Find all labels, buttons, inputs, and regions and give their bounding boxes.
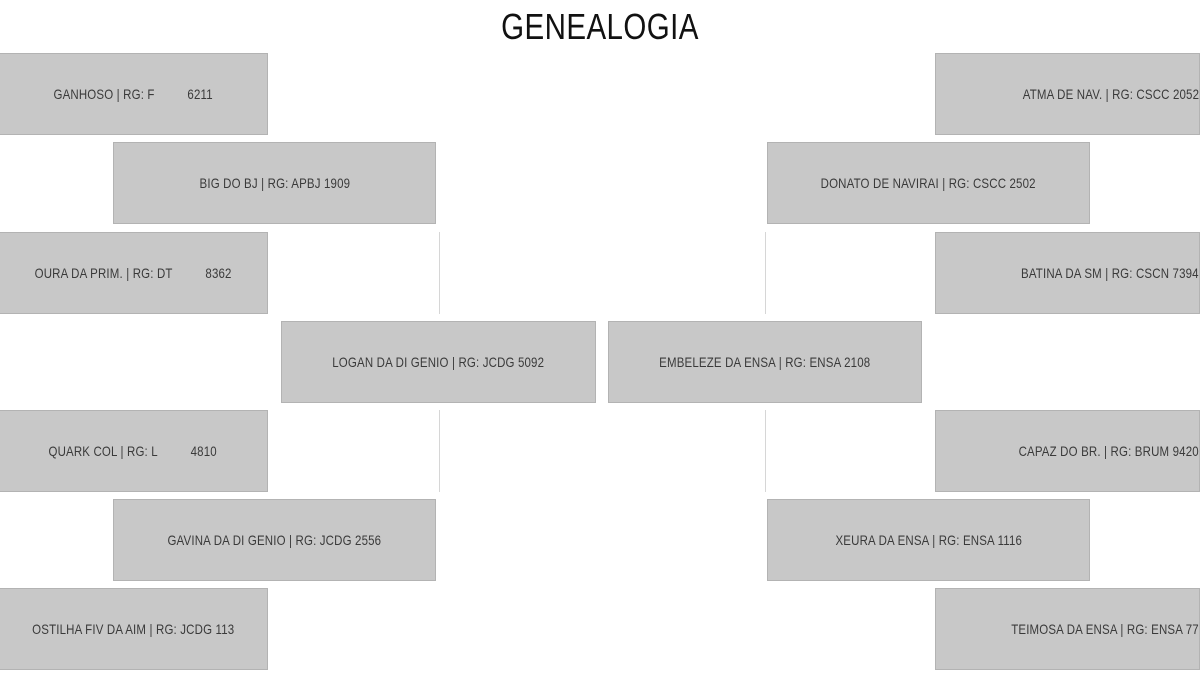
ancestor-name: LOGAN DA DI GENIO | RG: JCDG 5092 [332, 354, 545, 370]
ancestor-number: 8362 [205, 265, 232, 281]
connector-dam-bottom [765, 410, 766, 492]
ancestor-box-sire-gg3: QUARK COL | RG: L 4810 [0, 410, 268, 492]
ancestor-box-dam-gg4: TEIMOSA DA ENSA | RG: ENSA 77 [935, 588, 1200, 670]
ancestor-box-dam-gg1: ATMA DE NAV. | RG: CSCC 2052 [935, 53, 1200, 135]
ancestor-name: DONATO DE NAVIRAI | RG: CSCC 2502 [820, 175, 1037, 191]
ancestor-name: QUARK COL | RG: L [48, 443, 159, 459]
ancestor-box-sire-granddam: GAVINA DA DI GENIO | RG: JCDG 2556 [113, 499, 436, 581]
ancestor-name: BATINA DA SM | RG: CSCN 7394 [1021, 265, 1199, 281]
ancestor-name: CAPAZ DO BR. | RG: BRUM 9420 [1018, 443, 1199, 459]
ancestor-box-dam: EMBELEZE DA ENSA | RG: ENSA 2108 [608, 321, 922, 403]
ancestor-number: 6211 [187, 86, 213, 102]
ancestor-name: OSTILHA FIV DA AIM | RG: JCDG 113 [31, 621, 235, 637]
ancestor-box-sire-gg1: GANHOSO | RG: F 6211 [0, 53, 268, 135]
ancestor-box-dam-gg3: CAPAZ DO BR. | RG: BRUM 9420 [935, 410, 1200, 492]
ancestor-box-dam-granddam: XEURA DA ENSA | RG: ENSA 1116 [767, 499, 1090, 581]
connector-sire-top [439, 232, 440, 314]
ancestor-box-sire-gg2: OURA DA PRIM. | RG: DT 8362 [0, 232, 268, 314]
ancestor-box-sire-grandsire: BIG DO BJ | RG: APBJ 1909 [113, 142, 436, 224]
ancestor-name: TEIMOSA DA ENSA | RG: ENSA 77 [1011, 621, 1199, 637]
connector-dam-top [765, 232, 766, 314]
ancestor-name: BIG DO BJ | RG: APBJ 1909 [199, 175, 350, 191]
ancestor-name: GAVINA DA DI GENIO | RG: JCDG 2556 [167, 532, 382, 548]
ancestor-name: GANHOSO | RG: F [53, 86, 155, 102]
page-title: GENEALOGIA [501, 6, 699, 47]
ancestor-name: EMBELEZE DA ENSA | RG: ENSA 2108 [659, 354, 871, 370]
ancestor-name: XEURA DA ENSA | RG: ENSA 1116 [835, 532, 1022, 548]
ancestor-box-dam-gg2: BATINA DA SM | RG: CSCN 7394 [935, 232, 1200, 314]
connector-sire-bottom [439, 410, 440, 492]
ancestor-name: OURA DA PRIM. | RG: DT [34, 265, 173, 281]
ancestor-number: 4810 [190, 443, 218, 459]
ancestor-box-sire: LOGAN DA DI GENIO | RG: JCDG 5092 [281, 321, 596, 403]
ancestor-name: ATMA DE NAV. | RG: CSCC 2052 [1022, 86, 1199, 102]
ancestor-box-sire-gg4: OSTILHA FIV DA AIM | RG: JCDG 113 [0, 588, 268, 670]
ancestor-box-dam-grandsire: DONATO DE NAVIRAI | RG: CSCC 2502 [767, 142, 1090, 224]
